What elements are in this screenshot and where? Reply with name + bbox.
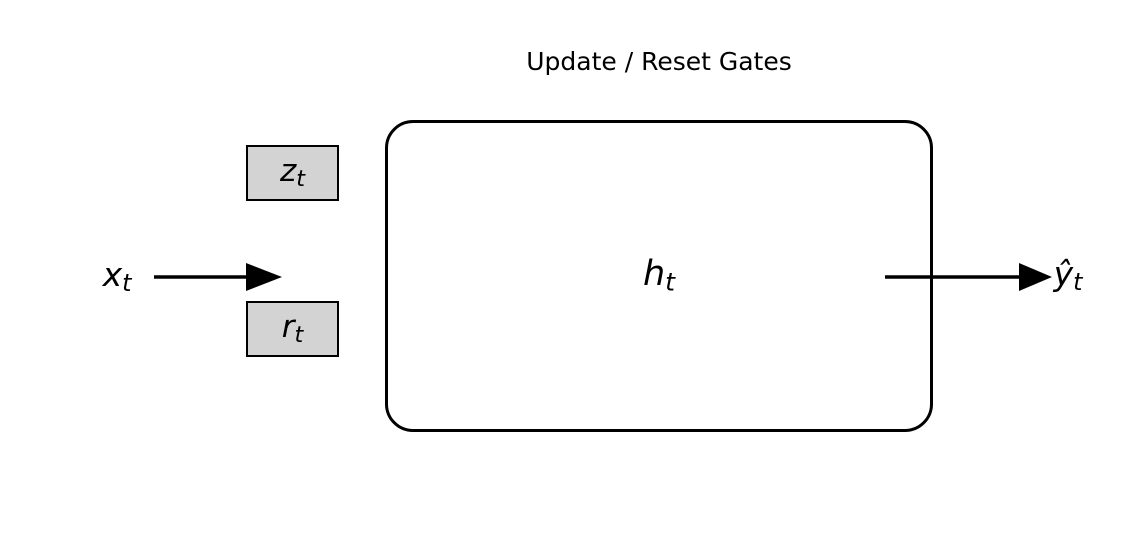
input-label: xt (102, 255, 132, 298)
hidden-state-box: ht (385, 120, 933, 432)
diagram-title: Update / Reset Gates (526, 47, 792, 76)
update-gate-label: zt (279, 152, 306, 192)
output-label: ŷt (1053, 254, 1083, 297)
reset-gate-box: rt (246, 301, 339, 357)
reset-gate-label: rt (281, 308, 304, 348)
output-arrow-head (1019, 263, 1052, 291)
output-arrow (885, 263, 1052, 291)
hidden-state-label: ht (642, 254, 676, 297)
update-gate-box: zt (246, 145, 339, 201)
input-arrow-head (246, 263, 282, 291)
input-arrow (154, 263, 282, 291)
